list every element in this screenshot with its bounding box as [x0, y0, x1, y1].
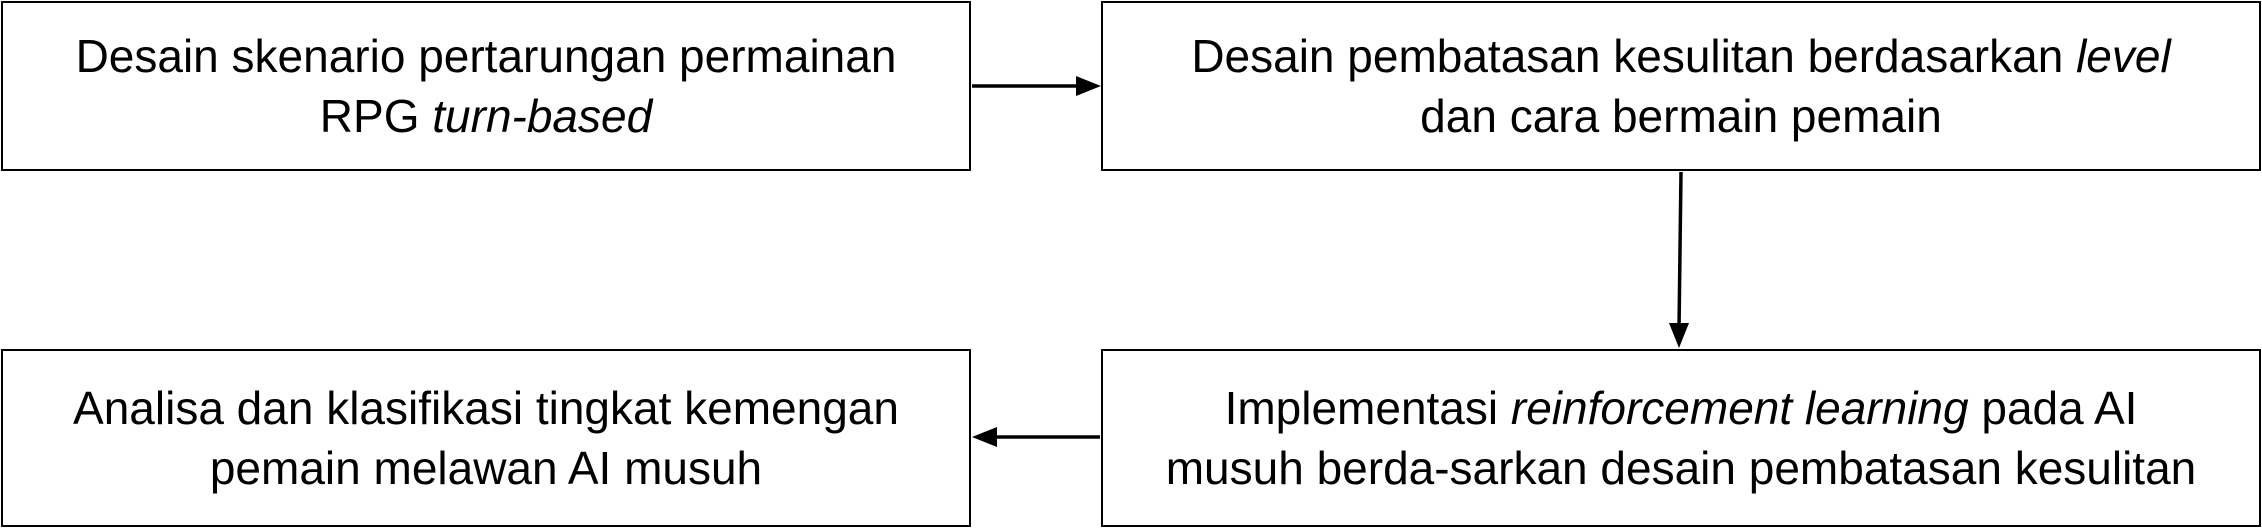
step-3-line-2: musuh berda-sarkan desain pembatasan kes…: [1166, 438, 2197, 498]
step-2-text: Desain pembatasan kesulitan berdasarkan …: [1191, 26, 2170, 146]
step-3-line-1: Implementasi reinforcement learning pada…: [1166, 378, 2197, 438]
step-1-line-1: Desain skenario pertarungan permainan: [76, 26, 897, 86]
step-1-box: Desain skenario pertarungan permainan RP…: [1, 1, 971, 171]
arrow-step2-to-step3: [1669, 171, 1689, 348]
text-run: musuh berda-sarkan desain pembatasan kes…: [1165, 442, 2197, 494]
italic-term: turn-based: [432, 90, 653, 142]
text-run: Desain pembatasan kesulitan berdasarkan: [1191, 30, 2077, 82]
arrow-step1-to-step2: [972, 76, 1101, 96]
text-run: Implementasi: [1224, 382, 1511, 434]
text-run: dan cara bermain pemain: [1420, 90, 1942, 142]
step-4-text: Analisa dan klasifikasi tingkat kemengan…: [73, 378, 899, 498]
step-4-line-1: Analisa dan klasifikasi tingkat kemengan: [73, 378, 899, 438]
step-1-text: Desain skenario pertarungan permainan RP…: [76, 26, 897, 146]
italic-term: level: [2076, 30, 2171, 82]
step-2-box: Desain pembatasan kesulitan berdasarkan …: [1101, 1, 2261, 171]
step-2-line-2: dan cara bermain pemain: [1191, 86, 2170, 146]
step-4-box: Analisa dan klasifikasi tingkat kemengan…: [1, 349, 971, 527]
text-run: Desain skenario pertarungan permainan: [75, 30, 897, 82]
text-run: pada AI: [1968, 382, 2138, 434]
step-3-box: Implementasi reinforcement learning pada…: [1101, 349, 2261, 527]
step-1-line-2: RPG turn-based: [76, 86, 897, 146]
text-run: Analisa dan klasifikasi tingkat kemengan: [73, 382, 899, 434]
text-run: RPG: [319, 90, 433, 142]
italic-term: reinforcement learning: [1510, 382, 1969, 434]
step-3-text: Implementasi reinforcement learning pada…: [1166, 378, 2197, 498]
step-2-line-1: Desain pembatasan kesulitan berdasarkan …: [1191, 26, 2170, 86]
step-4-line-2: pemain melawan AI musuh: [73, 438, 899, 498]
text-run: pemain melawan AI musuh: [209, 442, 763, 494]
arrow-step3-to-step4: [972, 427, 1100, 447]
